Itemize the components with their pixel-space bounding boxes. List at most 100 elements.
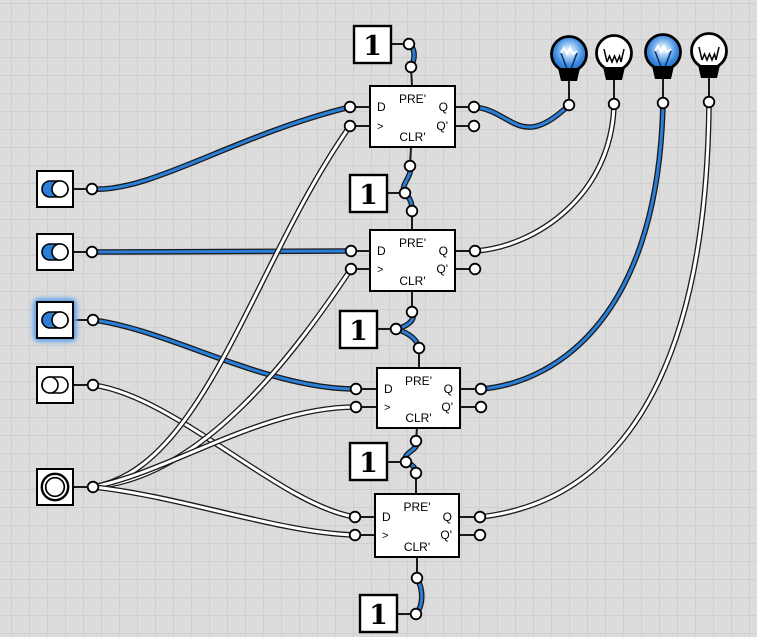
constant-4-label: 1 (359, 448, 378, 479)
bulb-glass (690, 32, 728, 70)
flip-flop-1-label: PRE' (399, 92, 426, 106)
constant-3[interactable]: 1 (338, 309, 379, 350)
toggle-knob (41, 376, 59, 394)
wire-push-button-to-ff2-CLK (90, 266, 354, 490)
connection-dot-c1[interactable] (402, 37, 416, 51)
bulb-glass (644, 33, 682, 71)
connection-dot-f3d[interactable] (349, 382, 363, 396)
flip-flop-3[interactable]: PRE' CLR' D > Q Q' (376, 367, 461, 429)
flip-flop-3-label: CLR' (405, 411, 431, 425)
flip-flop-1[interactable]: PRE'CLR'D>QQ' (369, 85, 456, 148)
flip-flop-3-label: PRE' (405, 374, 432, 388)
flip-flop-1-label: > (377, 121, 383, 133)
toggle-knob (51, 180, 69, 198)
flip-flop-4-label: > (382, 530, 388, 542)
wire-toggle-switch-4-to-ff4-D (90, 382, 358, 520)
flip-flop-4[interactable]: PRE'CLR'D>QQ' (374, 493, 460, 558)
connection-dot-b2[interactable] (607, 97, 621, 111)
connection-dot-b4[interactable] (702, 95, 716, 109)
connection-dot-f4d[interactable] (348, 510, 362, 524)
bulb-1[interactable] (550, 35, 588, 82)
connection-dot-btn[interactable] (86, 480, 100, 494)
wire-push-button-to-ff1-CLK (90, 123, 353, 490)
constant-1[interactable]: 1 (352, 24, 393, 65)
connection-dot-b1[interactable] (562, 98, 576, 112)
connection-dot-f3n[interactable] (474, 400, 488, 414)
connection-dot-f2q[interactable] (468, 244, 482, 258)
constant-2[interactable]: 1 (348, 173, 389, 214)
connection-dot-f4p[interactable] (409, 466, 423, 480)
connection-dot-f4r[interactable] (410, 571, 424, 585)
connection-dot-f4q[interactable] (473, 510, 487, 524)
constant-5[interactable]: 1 (358, 593, 399, 634)
flip-flop-2-label: D (377, 244, 386, 258)
connection-dot-f3r[interactable] (409, 434, 423, 448)
connection-dot-f2n[interactable] (468, 262, 482, 276)
bulb-filament (560, 45, 578, 57)
connection-dot-c3[interactable] (389, 322, 403, 336)
flip-flop-2-label: Q (439, 244, 448, 258)
connection-dot-f1d[interactable] (343, 100, 357, 114)
connection-dot-f2p[interactable] (405, 204, 419, 218)
connection-dot-f3c[interactable] (349, 400, 363, 414)
connection-dot-c2[interactable] (398, 186, 412, 200)
bulb-glass (550, 35, 588, 73)
bulb-base (698, 65, 720, 78)
wire-ff1-Q-to-bulb-1 (471, 102, 572, 130)
toggle-switch-1[interactable] (36, 170, 74, 208)
connection-dot-f4n[interactable] (473, 528, 487, 542)
constant-4[interactable]: 1 (348, 441, 389, 482)
connection-dot-c4[interactable] (399, 455, 413, 469)
push-button-cap (44, 476, 66, 498)
flip-flop-1-label: Q (439, 100, 448, 114)
connection-dot-f4c[interactable] (348, 528, 362, 542)
connection-dot-f1q[interactable] (467, 100, 481, 114)
connection-dot-f1p[interactable] (404, 60, 418, 74)
connection-dot-f1c[interactable] (343, 119, 357, 133)
connection-dot-f2d[interactable] (344, 244, 358, 258)
connection-dot-f2c[interactable] (344, 262, 358, 276)
connection-dot-b3[interactable] (656, 96, 670, 110)
bulb-4[interactable] (690, 32, 728, 79)
bulb-2[interactable] (595, 34, 633, 81)
bulb-base (652, 66, 674, 79)
toggle-switch-2[interactable] (36, 233, 74, 271)
connection-dot-f3p[interactable] (412, 341, 426, 355)
bulb-filament (654, 43, 672, 55)
flip-flop-4-label: CLR' (404, 540, 430, 554)
connection-dot-f3q[interactable] (474, 382, 488, 396)
wire-toggle-switch-3-to-ff3-D (90, 317, 359, 392)
connection-dot-f1r[interactable] (403, 159, 417, 173)
constant-3-label: 1 (349, 316, 368, 347)
connection-dot-sw4[interactable] (86, 378, 100, 392)
flip-flop-1-label: CLR' (399, 130, 425, 144)
wire-toggle-switch-1-to-ff1-D (89, 104, 353, 192)
flip-flop-4-label: Q' (440, 528, 452, 542)
connection-dot-sw1[interactable] (85, 182, 99, 196)
connection-dot-sw3[interactable] (86, 313, 100, 327)
constant-1-label: 1 (363, 31, 382, 62)
connection-dot-f2r[interactable] (405, 305, 419, 319)
toggle-switch-3[interactable] (36, 301, 74, 339)
toggle-switch-4[interactable] (36, 366, 74, 404)
bulb-3[interactable] (644, 33, 682, 80)
bulb-base (558, 68, 580, 81)
flip-flop-3-label: D (384, 382, 393, 396)
connection-dot-f1n[interactable] (467, 119, 481, 133)
toggle-knob (51, 311, 69, 329)
flip-flop-4-label: Q (443, 510, 452, 524)
wire-ff3-Q-to-bulb-3 (478, 100, 666, 392)
push-button[interactable] (36, 468, 74, 506)
flip-flop-3-label: Q (444, 382, 453, 396)
wire-push-button-to-ff3-CLK (90, 404, 359, 490)
flip-flop-2[interactable]: PRE'CLR'D>QQ' (369, 229, 456, 292)
flip-flop-3-label: > (384, 402, 390, 414)
flip-flop-2-label: Q' (436, 262, 448, 276)
toggle-knob (51, 243, 69, 261)
connection-dot-c5[interactable] (409, 607, 423, 621)
flip-flop-3-label: Q' (441, 400, 453, 414)
connection-dot-sw2[interactable] (85, 245, 99, 259)
flip-flop-4-label: D (382, 510, 391, 524)
flip-flop-2-label: > (377, 264, 383, 276)
